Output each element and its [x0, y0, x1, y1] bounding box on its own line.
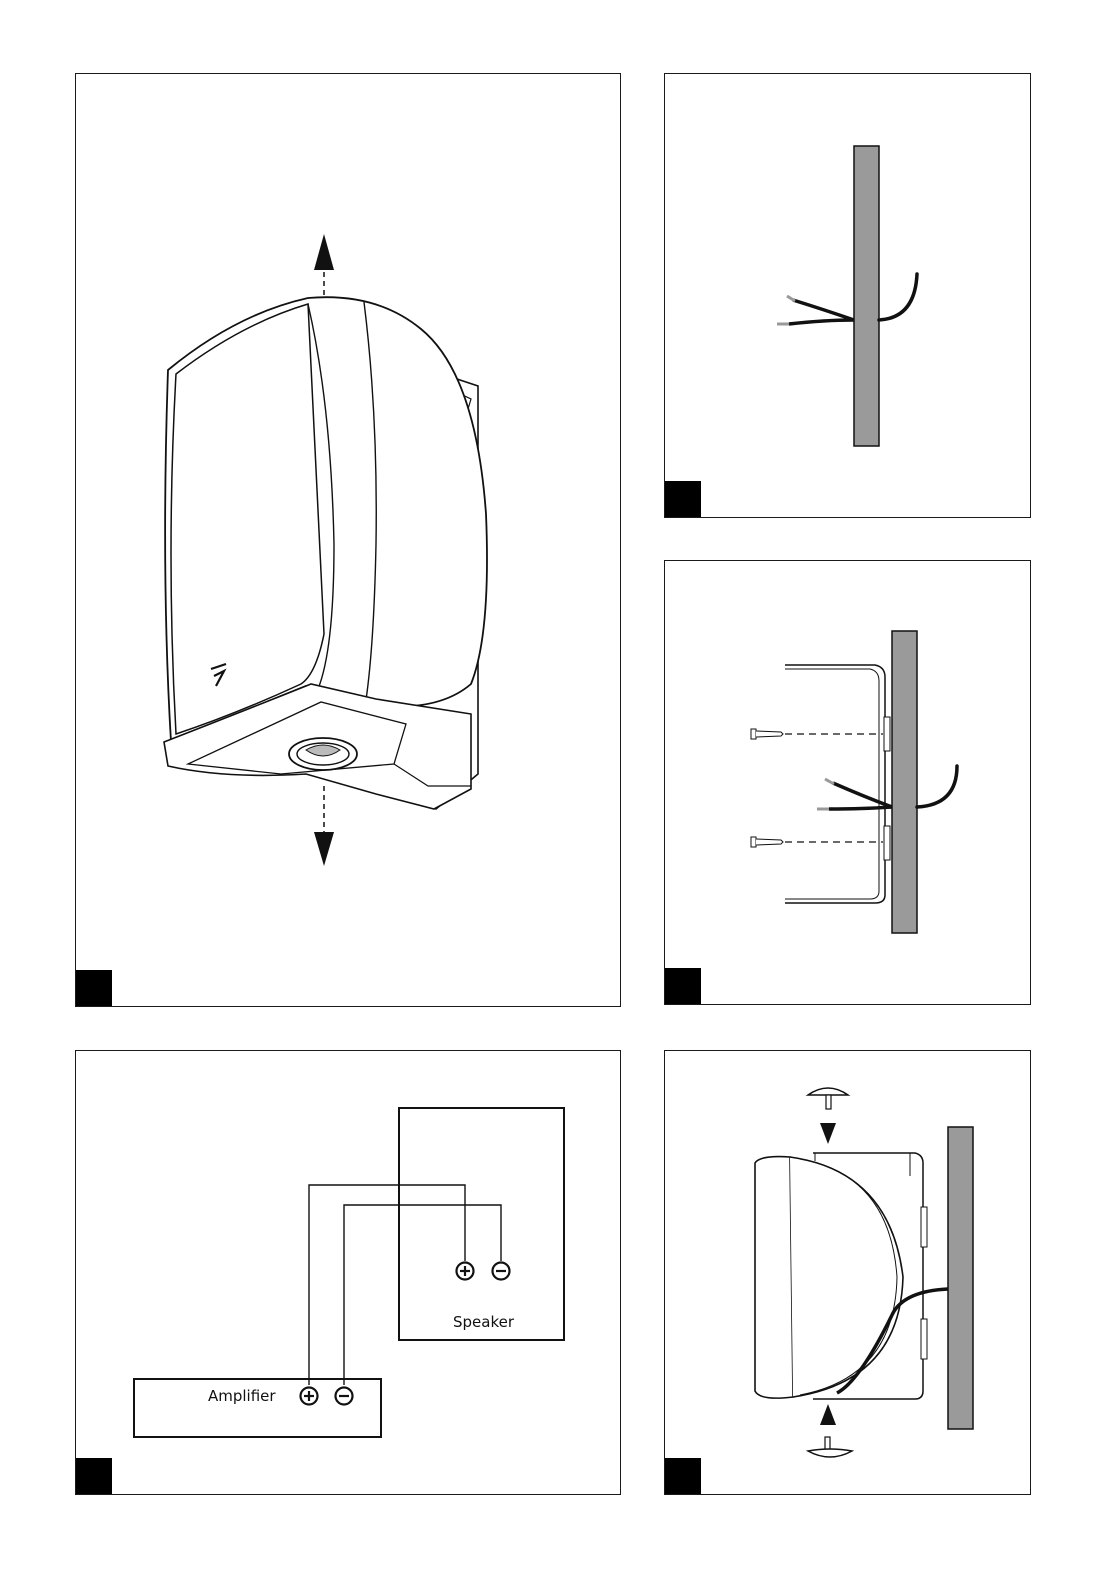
step-number-box	[665, 968, 701, 1004]
panel-bracket-mounting	[664, 560, 1031, 1005]
amplifier-label: Amplifier	[208, 1387, 276, 1405]
speaker-attach-drawing	[665, 1051, 1032, 1496]
screw-icon	[751, 729, 783, 739]
panel-speaker-overview	[75, 73, 621, 1007]
speaker-overview-drawing	[76, 74, 622, 1008]
arrow-up-icon	[314, 234, 334, 270]
mounting-knob-icon	[808, 1088, 848, 1109]
panel-wiring: Speaker Amplifier	[75, 1050, 621, 1495]
amplifier-minus-terminal	[336, 1388, 353, 1405]
screw-icon	[751, 837, 783, 847]
panel-speaker-attach	[664, 1050, 1031, 1495]
mounting-knob-icon	[808, 1437, 852, 1457]
bracket-mounting-drawing	[665, 561, 1032, 1006]
wall	[948, 1127, 973, 1429]
arrow-down-icon	[314, 832, 334, 866]
speaker-box	[399, 1108, 564, 1340]
wiring-drawing: Speaker Amplifier	[76, 1051, 622, 1496]
step-number-box	[76, 1458, 112, 1494]
wall-cable-drawing	[665, 74, 1032, 519]
speaker-label: Speaker	[453, 1313, 515, 1331]
arrow-up-icon	[820, 1404, 836, 1425]
step-number-box	[76, 970, 112, 1006]
speaker-plus-terminal	[457, 1263, 474, 1280]
amplifier-plus-terminal	[301, 1388, 318, 1405]
panel-wall-cable	[664, 73, 1031, 518]
speaker-minus-terminal	[493, 1263, 510, 1280]
wall	[892, 631, 917, 933]
step-number-box	[665, 481, 701, 517]
wall	[854, 146, 879, 446]
step-number-box	[665, 1458, 701, 1494]
arrow-down-icon	[820, 1123, 836, 1144]
